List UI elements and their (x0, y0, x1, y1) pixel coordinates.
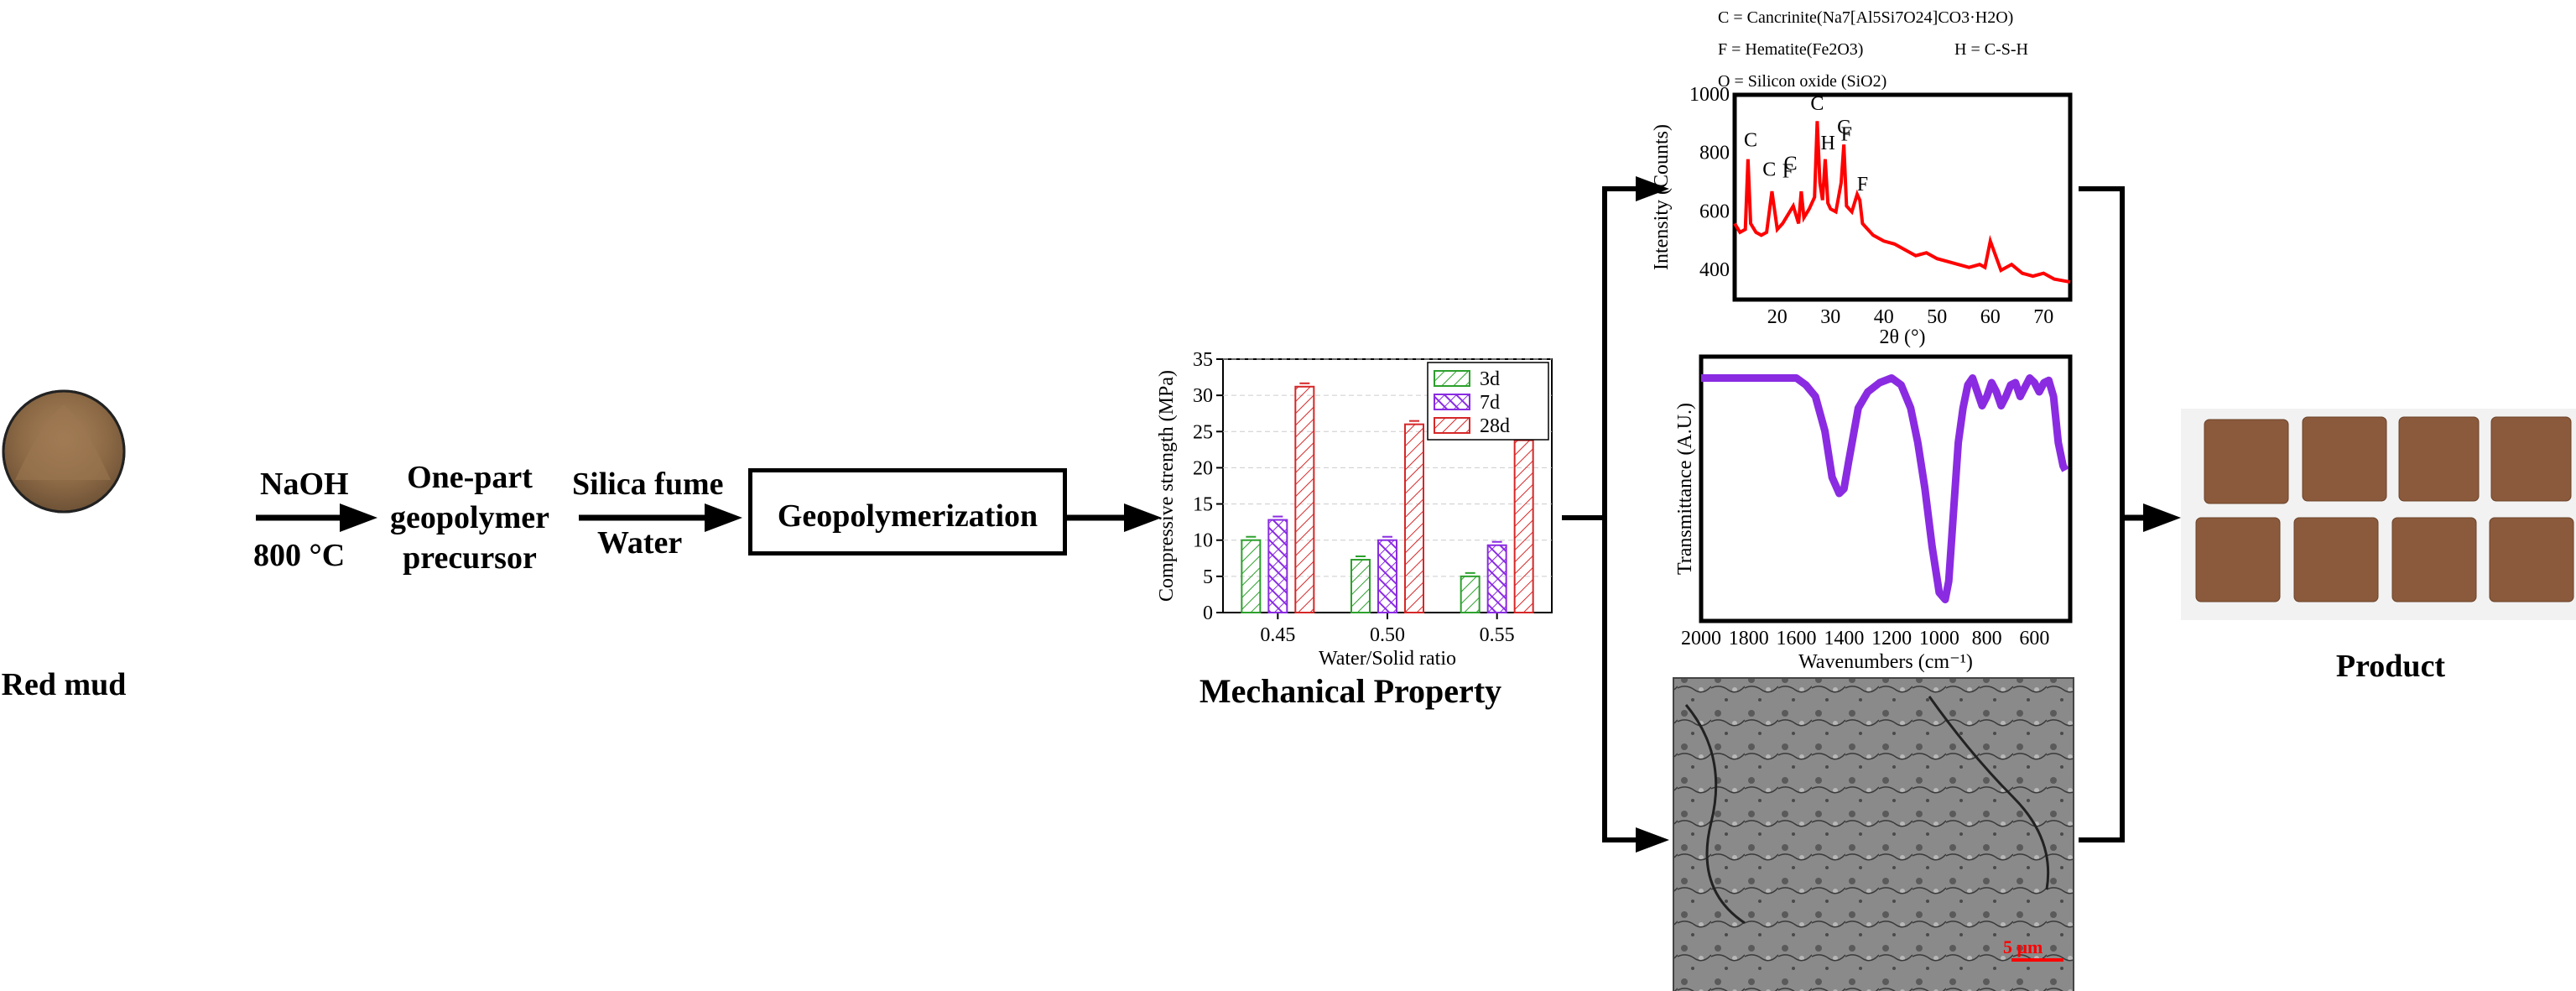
bar-ytick-label: 15 (1193, 494, 1213, 516)
bar-28d-0.45 (1294, 385, 1315, 613)
xrd-peak-annotation: F (1857, 174, 1868, 196)
bar-legend-label: 3d (1480, 368, 1500, 390)
red-mud-label: Red mud (1, 667, 127, 702)
xrd-xtick-label: 30 (1820, 306, 1840, 328)
geopolymerization-box: Geopolymerization (748, 468, 1067, 555)
xrd-peak-annotation: F (1782, 160, 1793, 182)
bar-xtick-label: 0.50 (1370, 624, 1405, 646)
xrd-ytick-label: 1000 (1689, 84, 1730, 106)
bar-7d-0.45 (1267, 519, 1288, 613)
bar-legend-label: 28d (1480, 415, 1510, 437)
xrd-peak-annotation: C (1837, 117, 1850, 138)
precursor-label: One-part geopolymer precursor (369, 457, 570, 578)
xrd-legend-line-1: C = Cancrinite(Na7[Al5Si7O24]CO3·H2O) (1718, 8, 2014, 27)
bar-legend-swatch (1434, 394, 1470, 410)
ftir-xtick-label: 1400 (1824, 628, 1864, 649)
scale-bar (2011, 958, 2063, 962)
xrd-peak-annotation: C (1784, 154, 1798, 175)
bar-ytick-label: 35 (1193, 349, 1213, 371)
bar-3d-0.55 (1460, 575, 1481, 613)
scale-bar-label: 5 μm (2003, 936, 2043, 957)
xrd-xtick-label: 20 (1767, 306, 1788, 328)
water-label: Water (597, 525, 683, 561)
bar-xtick-label: 0.45 (1260, 624, 1295, 646)
xrd-peak-annotation: C (1744, 130, 1757, 152)
bar-ytick-label: 10 (1193, 530, 1213, 552)
xrd-plot-frame (1732, 92, 2073, 302)
ftir-xtick-label: 600 (2019, 628, 2049, 649)
arrow-geopolymerization-to-mechanical (1067, 503, 1162, 532)
bar-28d-0.50 (1404, 423, 1424, 613)
bar-legend-label: 7d (1480, 392, 1500, 414)
bar-ytick-label: 30 (1193, 385, 1213, 407)
bar-3d-0.50 (1350, 559, 1371, 613)
bar-xlabel: Water/Solid ratio (1319, 648, 1456, 670)
branch-connector (1562, 176, 1669, 853)
product-label: Product (2335, 649, 2446, 684)
product-photo (2181, 409, 2576, 620)
bar-legend-swatch (1434, 417, 1470, 434)
bar-ytick-label: 0 (1203, 602, 1213, 624)
arrow-red-mud-to-precursor (256, 503, 377, 532)
silica-fume-label: Silica fume (572, 467, 724, 502)
xrd-ylabel: Intensity (Counts) (1651, 124, 1673, 270)
xrd-xlabel: 2θ (°) (1879, 326, 1925, 348)
mechanical-property-label: Mechanical Property (1199, 672, 1502, 710)
xrd-ytick-label: 800 (1699, 143, 1730, 164)
xrd-peak-annotation: H (1820, 133, 1834, 154)
ftir-chart: 2000 1800 1600 1400 1200 1000 800 600Wavenumber… (1674, 354, 2073, 673)
temperature-label: 800 °C (253, 538, 346, 573)
bar-28d-0.55 (1513, 439, 1534, 614)
xrd-ytick-label: 400 (1699, 259, 1730, 281)
xrd-xtick-label: 50 (1927, 306, 1947, 328)
ftir-xtick-label: 800 (1972, 628, 2002, 649)
xrd-legend-line-2b: H = C-S-H (1954, 40, 2028, 59)
bar-7d-0.50 (1377, 539, 1397, 614)
ftir-xtick-label: 1000 (1919, 628, 1959, 649)
bar-ytick-label: 5 (1203, 566, 1213, 588)
ftir-xlabel: Wavenumbers (cm⁻¹) (1798, 651, 1973, 673)
xrd-peak-annotation: F (1841, 124, 1852, 146)
compressive-strength-chart: 0 5 10 15 20 25 30 35 0.45 0.50 0.55 3d7d28dWater/S… (1156, 349, 1553, 670)
xrd-xtick-label: 60 (1980, 306, 2001, 328)
ftir-series-line (1701, 374, 2069, 603)
xrd-ytick-label: 600 (1699, 201, 1730, 222)
xrd-xtick-label: 40 (1874, 306, 1894, 328)
bar-ylabel: Compressive strength (MPa) (1156, 370, 1178, 602)
ftir-xtick-label: 2000 (1681, 628, 1721, 649)
naoh-label: NaOH (260, 467, 349, 502)
sem-image: 5 μm (1673, 677, 2074, 991)
ftir-ylabel: Transmittance (A.U.) (1674, 403, 1696, 575)
ftir-xtick-label: 1800 (1729, 628, 1769, 649)
xrd-legend-line-3: O = Silicon oxide (SiO2) (1718, 72, 1887, 91)
xrd-peak-annotation: C (1810, 93, 1824, 115)
bar-xtick-label: 0.55 (1480, 624, 1515, 646)
precursor-line-1: One-part (407, 460, 533, 495)
bar-7d-0.55 (1486, 544, 1507, 613)
xrd-peak-annotation: C (1762, 159, 1776, 181)
ftir-xtick-label: 1200 (1871, 628, 1912, 649)
xrd-xtick-label: 70 (2033, 306, 2053, 328)
bar-ytick-label: 20 (1193, 457, 1213, 479)
arrow-precursor-to-geopolymerization (579, 503, 742, 532)
bar-3d-0.45 (1241, 539, 1262, 614)
precursor-line-2: geopolymer (390, 500, 549, 535)
ftir-xtick-label: 1600 (1777, 628, 1817, 649)
bar-legend-swatch (1434, 370, 1470, 387)
merge-connector (2079, 186, 2181, 842)
precursor-line-3: precursor (403, 540, 537, 576)
xrd-series-line (1733, 121, 2071, 284)
red-mud-photo (2, 389, 126, 514)
ftir-plot-frame (1699, 354, 2073, 623)
xrd-legend-line-2a: F = Hematite(Fe2O3) (1718, 40, 1864, 59)
bar-ytick-label: 25 (1193, 421, 1213, 443)
